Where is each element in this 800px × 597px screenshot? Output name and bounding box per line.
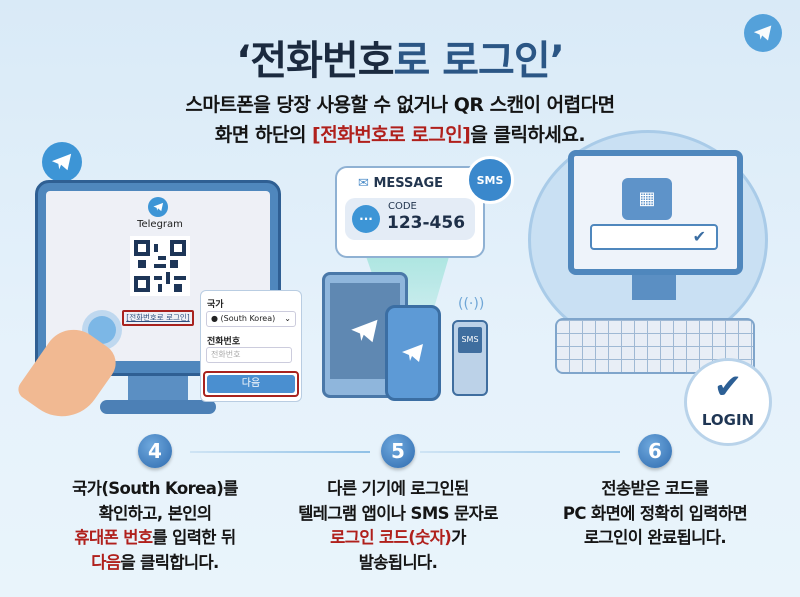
phone-login-link[interactable]: [전화번호로 로그인] <box>122 310 194 326</box>
feature-phone: SMS <box>452 320 488 396</box>
step-6-description: 전송받은 코드를 PC 화면에 정확히 입력하면 로그인이 완료됩니다. <box>562 479 748 547</box>
step-6-badge: 6 <box>638 434 672 468</box>
subtitle-line-1: 스마트폰을 당장 사용할 수 없거나 QR 스캔이 어렵다면 <box>185 94 615 116</box>
check-icon: ✔ <box>713 367 743 407</box>
subtitle-line-2: 화면 하단의 [전화번호로 로그인]을 클릭하세요. <box>214 124 586 146</box>
chevron-down-icon: ⌄ <box>284 314 291 323</box>
page-title: ‘전화번호로 로그인’ <box>236 38 565 84</box>
sms-badge: SMS <box>466 156 514 204</box>
login-badge: ✔LOGIN <box>684 358 772 446</box>
chat-icon: ··· <box>352 205 380 233</box>
step-4-description: 국가(South Korea)를 확인하고, 본인의 휴대폰 번호를 입력한 뒤… <box>72 479 238 572</box>
step-4-badge: 4 <box>138 434 172 468</box>
code-value: 123-456 <box>387 213 466 233</box>
next-button-highlight: 다음 <box>203 371 299 397</box>
phone-number-input[interactable]: 전화번호 <box>206 347 292 363</box>
calculator-icon: ▦ <box>622 178 672 220</box>
message-header: ✉ MESSAGE <box>358 176 444 191</box>
telegram-label: Telegram <box>137 219 183 230</box>
phone-login-popup: 국가 ● (South Korea)⌄ 전화번호 전화번호 다음 <box>200 290 302 402</box>
monitor-stand <box>632 275 676 300</box>
telegram-icon <box>42 142 82 182</box>
telegram-icon <box>744 14 782 52</box>
telegram-logo-icon <box>148 197 168 217</box>
arrow-right-icon <box>190 451 370 453</box>
step-5-description: 다른 기기에 로그인된 텔레그램 앱이나 SMS 문자로 로그인 코드(숫자)가… <box>298 479 498 572</box>
next-button[interactable]: 다음 <box>207 375 295 393</box>
code-input-check[interactable]: ✔ <box>590 224 718 250</box>
arrow-right-icon <box>420 451 620 453</box>
smartphone <box>385 305 441 401</box>
step-5-badge: 5 <box>381 434 415 468</box>
country-select[interactable]: ● (South Korea)⌄ <box>206 311 296 327</box>
telegram-icon <box>402 344 423 362</box>
envelope-icon: ✉ <box>358 176 369 191</box>
monitor-base <box>100 400 216 414</box>
code-label: CODE <box>388 201 417 212</box>
korea-flag-icon: ● <box>211 314 218 323</box>
qr-code <box>130 236 190 296</box>
wifi-icon: ((·)) <box>458 296 485 312</box>
